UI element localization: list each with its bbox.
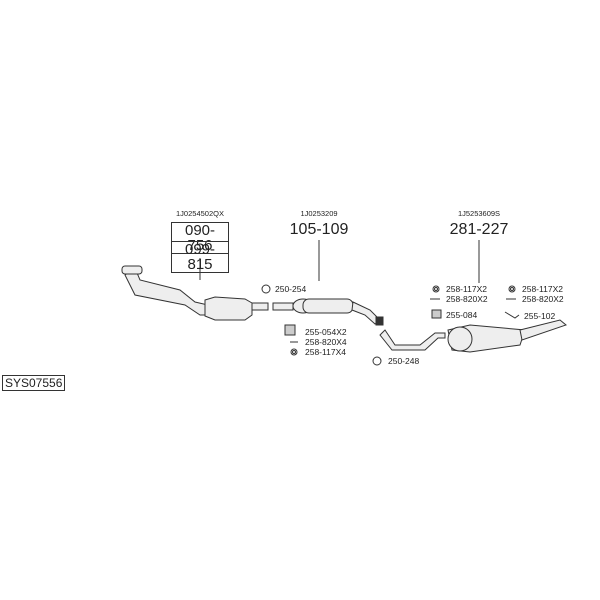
accessory-label[interactable]: 255-084 <box>446 310 478 320</box>
cat-outlet-pipe <box>251 302 269 311</box>
accessory-label[interactable]: 255-054X2 <box>305 327 347 337</box>
mid-outlet-pipe <box>351 301 381 325</box>
clamp-icon <box>261 284 271 294</box>
accessory-label[interactable]: 250-254 <box>275 284 307 294</box>
accessory-label[interactable]: 258-820X2 <box>446 294 488 304</box>
manifold-flange <box>121 265 143 275</box>
front-pipe <box>124 267 209 316</box>
rear-silencer-end <box>447 326 473 352</box>
system-id: SYS07556 <box>2 375 66 391</box>
rubber-mount-icon <box>284 324 296 336</box>
bracket-icon <box>504 311 520 319</box>
bracket-icon <box>431 309 442 319</box>
accessory-label[interactable]: 258-117X2 <box>446 284 487 294</box>
middle-silencer <box>302 298 354 314</box>
accessory-label[interactable]: 258-117X4 <box>305 347 346 357</box>
tail-pipe <box>519 319 568 341</box>
rear-inlet-pipe <box>379 329 446 351</box>
oe-number: 1J0253209 <box>300 209 338 218</box>
mid-inlet-pipe <box>272 302 294 311</box>
oe-number: 1J0254502QX <box>176 209 224 218</box>
part-number[interactable]: 105-109 <box>289 221 349 238</box>
part-number[interactable]: 281-227 <box>449 221 509 238</box>
accessory-label[interactable]: 250-248 <box>388 356 420 366</box>
oe-number: 1J5253609S <box>457 209 501 218</box>
catalytic-converter <box>204 296 253 321</box>
clamp-icon <box>372 356 382 366</box>
accessory-label[interactable]: 258-820X4 <box>305 337 347 347</box>
accessory-label[interactable]: 258-117X2 <box>522 284 563 294</box>
accessory-label[interactable]: 258-820X2 <box>522 294 564 304</box>
accessory-label[interactable]: 255-102 <box>524 311 556 321</box>
part-number[interactable]: 099-815 <box>171 241 229 273</box>
